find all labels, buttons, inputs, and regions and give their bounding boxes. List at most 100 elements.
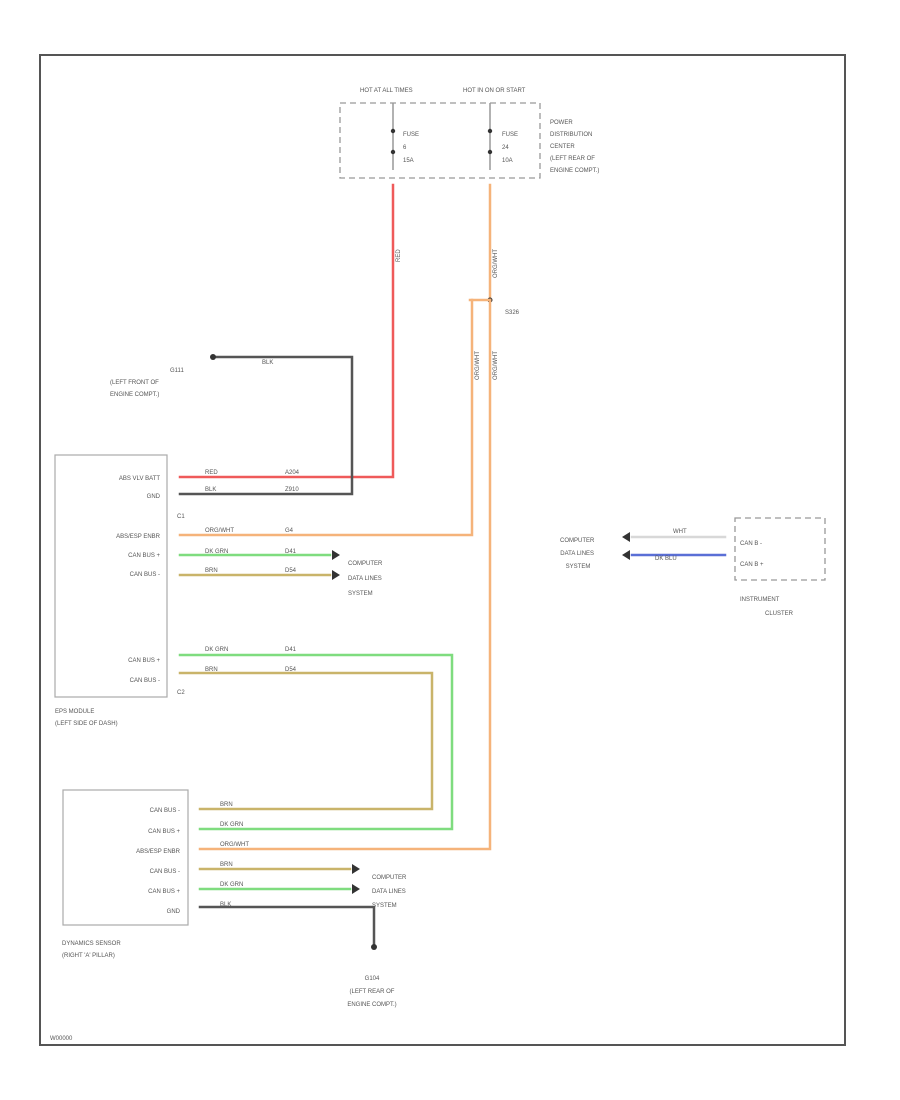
eps-pin-can-bus-plus-2: CAN BUS +	[128, 658, 160, 664]
ds-pin-can-bus-minus-1: CAN BUS -	[150, 808, 180, 814]
cluster-name: INSTRUMENT	[740, 597, 780, 603]
wire-org-left-label: ORG/WHT	[475, 351, 481, 380]
fuse-6-label: FUSE	[403, 132, 419, 138]
fuse-24-label: FUSE	[502, 132, 518, 138]
eps-wire-circuit-2: Z910	[285, 487, 299, 493]
cluster-pin-can-b-plus: CAN B +	[740, 562, 764, 568]
ground-g111-dot	[210, 354, 216, 360]
dynamics-sensor: CAN BUS - CAN BUS + ABS/ESP ENBR CAN BUS…	[62, 789, 189, 959]
fuse-24-terminal-top	[487, 128, 493, 134]
ground-g104-loc2: ENGINE COMPT.)	[347, 1002, 396, 1008]
ds-wire-color-1: BRN	[220, 802, 233, 808]
wire-blk-z910	[178, 355, 354, 496]
eps-wire-circuit-5: D54	[285, 568, 297, 574]
eps-pin-can-bus-minus-1: CAN BUS -	[130, 572, 160, 578]
arrow-cdl1-a	[332, 550, 340, 560]
cdl-1-label: COMPUTER DATA LINES SYSTEM	[348, 561, 384, 597]
cdl-2-label: COMPUTER DATA LINES SYSTEM	[560, 538, 596, 570]
wire-org-wht-dynamics	[198, 298, 492, 851]
ground-g111: BLK G111 (LEFT FRONT OF ENGINE COMPT.)	[110, 354, 354, 496]
eps-pin-abs-esp-enbr: ABS/ESP ENBR	[116, 534, 161, 540]
eps-pin-can-bus-minus-2: CAN BUS -	[130, 678, 160, 684]
eps-module-box	[54, 454, 168, 698]
eps-module-location: (LEFT SIDE OF DASH)	[55, 721, 118, 727]
dynamics-sensor-location: (RIGHT 'A' PILLAR)	[62, 953, 115, 959]
wire-blk-dynamics-ground	[198, 905, 376, 947]
fuse-6-terminal-top	[390, 128, 396, 134]
eps-wire-labels: RED A204 BLK Z910 ORG/WHT G4 DK GRN D41 …	[205, 470, 300, 673]
eps-wire-color-5: BRN	[205, 568, 218, 574]
eps-wire-circuit-3: G4	[285, 528, 294, 534]
eps-pin-can-bus-plus-1: CAN BUS +	[128, 553, 160, 559]
eps-module: ABS VLV BATT GND C1 ABS/ESP ENBR CAN BUS…	[54, 454, 185, 727]
fuse-6-number: 6	[403, 145, 407, 151]
pdc-name: POWER DISTRIBUTION CENTER (LEFT REAR OF …	[550, 120, 599, 174]
eps-wire-color-4: DK GRN	[205, 549, 228, 555]
diagram-frame	[39, 54, 846, 1046]
wire-red-label: RED	[396, 249, 402, 262]
arrow-cdl2-a	[622, 532, 630, 542]
fuse-24-terminal-bottom	[487, 149, 493, 155]
cluster-wire-color-1: WHT	[673, 529, 687, 535]
cluster-name-2: CLUSTER	[765, 611, 794, 617]
ds-pin-can-bus-plus-1: CAN BUS +	[148, 829, 180, 835]
eps-module-name: EPS MODULE	[55, 709, 94, 715]
hot-at-all-times-label: HOT AT ALL TIMES	[360, 88, 413, 94]
ds-pin-can-bus-plus-2: CAN BUS +	[148, 889, 180, 895]
eps-wire-color-2: BLK	[205, 487, 216, 493]
ds-pin-gnd: GND	[167, 909, 181, 915]
wire-brn-eps-to-dynamics	[178, 671, 434, 811]
splice-s326-label: S326	[505, 310, 520, 316]
dynamics-wire-labels: BRN DK GRN ORG/WHT BRN DK GRN BLK	[220, 802, 249, 908]
eps-pin-abs-vlv-batt: ABS VLV BATT	[119, 476, 160, 482]
fuse-6-terminal-bottom	[390, 149, 396, 155]
wire-dk-grn-eps-to-dynamics	[178, 653, 454, 831]
instrument-cluster: CAN B - CAN B + INSTRUMENT CLUSTER	[734, 517, 826, 617]
ds-wire-color-2: DK GRN	[220, 822, 243, 828]
ground-g104-loc1: (LEFT REAR OF	[350, 989, 395, 995]
cluster-wire-color-2: DK BLU	[655, 556, 677, 562]
ground-g111-name: G111	[170, 368, 184, 374]
arrow-cdl1-b	[332, 570, 340, 580]
eps-connector-c2: C2	[177, 690, 185, 696]
ground-g111-loc1: (LEFT FRONT OF	[110, 380, 159, 386]
diagram-code: W00000	[50, 1036, 73, 1042]
arrow-cdl3-a	[352, 864, 360, 874]
hot-in-on-start-label: HOT IN ON OR START	[463, 88, 526, 94]
wire-org-right-label: ORG/WHT	[493, 351, 499, 380]
cluster-dashed-box	[734, 517, 826, 581]
eps-wire-color-7: BRN	[205, 667, 218, 673]
pdc-dashed-box	[339, 102, 541, 179]
arrow-cdl2-b	[622, 550, 630, 560]
cdl-3-label: COMPUTER DATA LINES SYSTEM	[372, 875, 408, 909]
ds-pin-can-bus-minus-2: CAN BUS -	[150, 869, 180, 875]
power-distribution-center: HOT AT ALL TIMES HOT IN ON OR START FUSE…	[339, 88, 599, 179]
wire-org-feed-label: ORG/WHT	[493, 249, 499, 278]
ground-g104-name: G104	[365, 976, 380, 982]
wire-org-wht-eps	[178, 298, 474, 537]
fuse-24-number: 24	[502, 145, 509, 151]
eps-wire-circuit-6: D41	[285, 647, 297, 653]
dynamics-sensor-name: DYNAMICS SENSOR	[62, 941, 121, 947]
ds-wire-color-5: DK GRN	[220, 882, 243, 888]
wire-red-a204	[178, 183, 395, 479]
eps-wire-circuit-4: D41	[285, 549, 297, 555]
eps-wire-circuit-7: D54	[285, 667, 297, 673]
dynamics-sensor-box	[62, 789, 189, 926]
fuse-24-amps: 10A	[502, 158, 513, 164]
eps-wire-color-1: RED	[205, 470, 218, 476]
arrow-cdl3-b	[352, 884, 360, 894]
eps-pin-gnd: GND	[147, 494, 161, 500]
wire-blk-ground-label: BLK	[262, 360, 273, 366]
ds-wire-color-6: BLK	[220, 902, 231, 908]
ground-g111-loc2: ENGINE COMPT.)	[110, 392, 159, 398]
eps-wire-circuit-1: A204	[285, 470, 300, 476]
fuse-6-amps: 15A	[403, 158, 414, 164]
ds-wire-color-4: BRN	[220, 862, 233, 868]
cluster-pin-can-b-minus: CAN B -	[740, 541, 762, 547]
ground-g104-dot	[371, 944, 377, 950]
eps-wire-color-3: ORG/WHT	[205, 528, 234, 534]
ds-pin-abs-esp-enbr: ABS/ESP ENBR	[136, 849, 181, 855]
eps-connector-c1: C1	[177, 514, 185, 520]
